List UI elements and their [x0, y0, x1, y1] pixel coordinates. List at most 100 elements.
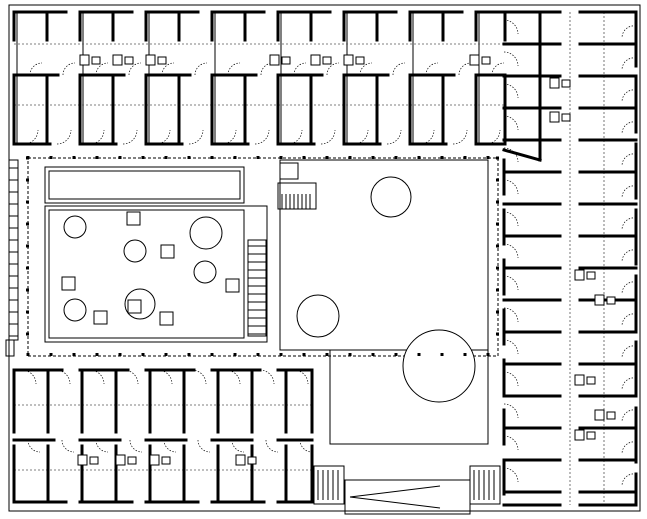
door-swing — [386, 129, 402, 145]
door-swing — [503, 403, 519, 419]
sink-fixture — [355, 56, 365, 65]
round-planter — [193, 260, 217, 284]
column — [49, 156, 53, 159]
round-planter — [189, 216, 223, 250]
column — [371, 353, 375, 356]
column — [394, 353, 398, 356]
door-swing — [95, 62, 109, 76]
toilet-fixture — [310, 54, 321, 66]
column — [394, 156, 398, 159]
right-wing-corner-wall — [502, 148, 542, 162]
column — [233, 353, 237, 356]
column — [486, 353, 490, 356]
sink-fixture — [281, 56, 291, 65]
door-swing — [265, 439, 279, 453]
sink-fixture — [322, 56, 332, 65]
column — [26, 200, 29, 204]
column — [279, 156, 283, 159]
sink-fixture — [247, 456, 257, 465]
column — [496, 222, 499, 226]
sink-fixture — [161, 456, 171, 465]
sink-fixture — [606, 296, 616, 305]
toilet-fixture — [594, 409, 605, 421]
door-swing — [503, 51, 519, 67]
toilet-fixture — [343, 54, 354, 66]
door-swing — [221, 129, 237, 145]
column — [256, 353, 260, 356]
thin-lines — [5, 4, 641, 515]
door-swing — [197, 439, 211, 453]
column — [371, 156, 375, 159]
toilet-fixture — [77, 454, 88, 466]
door-swing — [503, 275, 519, 291]
column — [187, 156, 191, 159]
door-swing — [503, 467, 519, 483]
door-swing — [326, 62, 340, 76]
column — [496, 288, 499, 292]
column — [72, 156, 76, 159]
door-swing — [260, 62, 274, 76]
column — [496, 332, 499, 336]
door-swing — [359, 62, 373, 76]
toilet-fixture — [594, 294, 605, 306]
square-planter — [127, 299, 142, 314]
column — [496, 266, 499, 270]
door-swing — [122, 129, 138, 145]
column — [141, 353, 145, 356]
column — [302, 156, 306, 159]
round-planter — [63, 298, 87, 322]
objects — [61, 176, 476, 403]
column — [118, 156, 122, 159]
door-swing — [293, 62, 307, 76]
round-skylight — [296, 294, 340, 338]
door-swing — [89, 129, 105, 145]
door-swing — [621, 441, 637, 455]
door-swing — [503, 307, 519, 323]
column — [440, 353, 444, 356]
entrance-ramp-arrow — [349, 485, 441, 498]
door-swing — [299, 439, 313, 453]
column — [26, 222, 29, 226]
toilet-fixture — [549, 111, 560, 123]
column — [26, 244, 29, 248]
column — [210, 156, 214, 159]
sink-fixture — [481, 56, 491, 65]
column — [440, 156, 444, 159]
door-swing — [194, 62, 208, 76]
door-swing — [62, 62, 76, 76]
door-swing — [503, 179, 519, 195]
door-swing — [452, 129, 468, 145]
column — [256, 156, 260, 159]
column — [164, 353, 168, 356]
door-swing — [621, 473, 637, 487]
door-swing — [123, 369, 139, 385]
door-swing — [29, 62, 43, 76]
door-swing — [491, 62, 505, 76]
round-planter — [123, 239, 147, 263]
door-swing — [621, 345, 637, 359]
door-swing — [231, 439, 245, 453]
round-skylight — [370, 176, 412, 218]
entrance-ramp-arrow — [349, 496, 441, 509]
square-planter — [126, 211, 141, 226]
entrance-ramp — [344, 479, 471, 515]
door-swing — [621, 121, 637, 135]
door-swing — [621, 217, 637, 231]
door-swing — [503, 339, 519, 355]
column — [486, 156, 490, 159]
column — [72, 353, 76, 356]
square-planter — [225, 278, 240, 293]
door-swing — [392, 62, 406, 76]
column — [26, 353, 30, 356]
door-swing — [503, 243, 519, 259]
door-swing — [293, 369, 309, 385]
door-swing — [157, 369, 173, 385]
column — [141, 156, 145, 159]
door-swing — [621, 57, 637, 71]
door-swing — [254, 129, 270, 145]
toilet-fixture — [149, 454, 160, 466]
square-planter — [93, 310, 108, 325]
door-swing — [621, 409, 637, 423]
door-swing — [55, 369, 71, 385]
toilet-fixture — [549, 77, 560, 89]
